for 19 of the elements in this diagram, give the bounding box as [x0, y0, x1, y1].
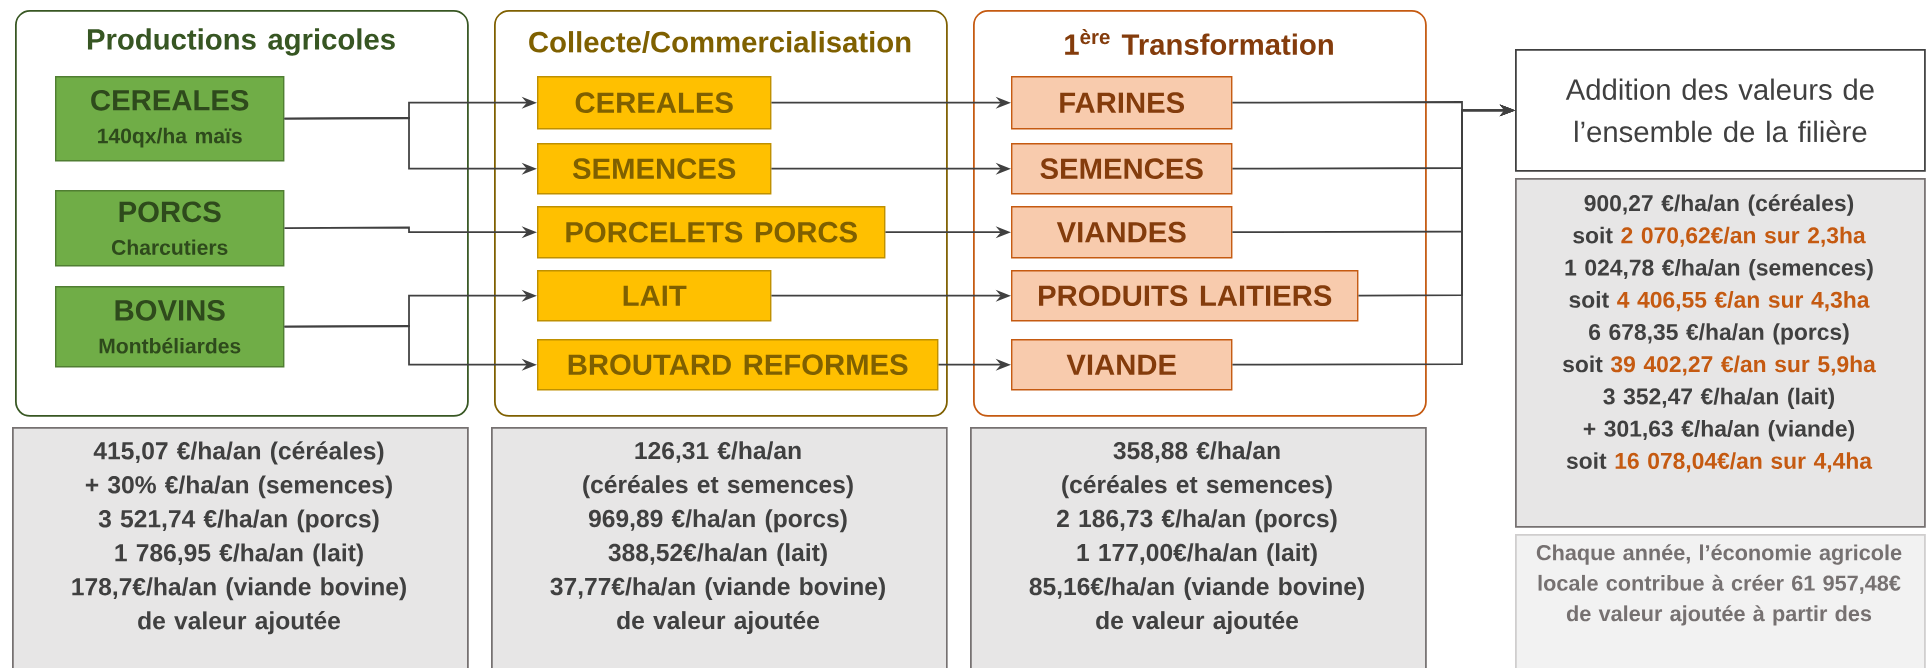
value-box: 126,31 €/ha/an (céréales et semences) 969,89 €/ha/an (porcs) 388,52€/ha/an (lait) 37,77€/ha/an (viande bovine) de valeur ajoutée: [491, 427, 948, 668]
value-box: 415,07 €/ha/an (céréales) + 30% €/ha/an (semences) 3 521,74 €/ha/an (porcs) 1 786,95 €/ha/an (lait) 178,7€/ha/an (viande bovine) de valeur ajoutée: [12, 427, 469, 668]
value-box: 900,27 €/ha/an (céréales) soit 2 070,62€/an sur 2,3ha 1 024,78 €/ha/an (semences) soit 4 406,55 €/an sur 4,3ha 6 678,35 €/ha/an (porcs) soit 39 402,27 €/an sur 5,9ha 3 352,47 €/ha/an (lait) + 301,63 €/ha/an (viande) soit 16 078,04€/an sur 4,4ha: [1515, 178, 1926, 528]
process-box: VIANDE: [1011, 339, 1233, 391]
note-box: Chaque année, l’économie agricole locale contribue à créer 61 957,48€ de valeur ajoutée à partir des: [1515, 534, 1926, 668]
process-box: SEMENCES: [537, 143, 772, 195]
process-box: CEREALES: [537, 76, 772, 130]
process-box: CEREALES 140qx/ha maïs: [55, 76, 285, 162]
process-box: PRODUITS LAITIERS: [1011, 270, 1359, 322]
process-box: SEMENCES: [1011, 143, 1233, 195]
process-box: PORCELETS PORCS: [537, 206, 886, 259]
value-box: 358,88 €/ha/an (céréales et semences) 2 186,73 €/ha/an (porcs) 1 177,00€/ha/an (lait) 85,16€/ha/an (viande bovine) de valeur ajoutée: [970, 427, 1427, 668]
process-box: BROUTARD REFORMES: [537, 339, 939, 391]
process-box: FARINES: [1011, 76, 1233, 130]
process-box: BOVINS Montbéliardes: [55, 286, 285, 368]
result-box: Addition des valeurs de l’ensemble de la filière: [1515, 49, 1926, 172]
process-box: VIANDES: [1011, 206, 1233, 259]
process-box: LAIT: [537, 270, 772, 322]
process-box: PORCS Charcutiers: [55, 190, 285, 267]
